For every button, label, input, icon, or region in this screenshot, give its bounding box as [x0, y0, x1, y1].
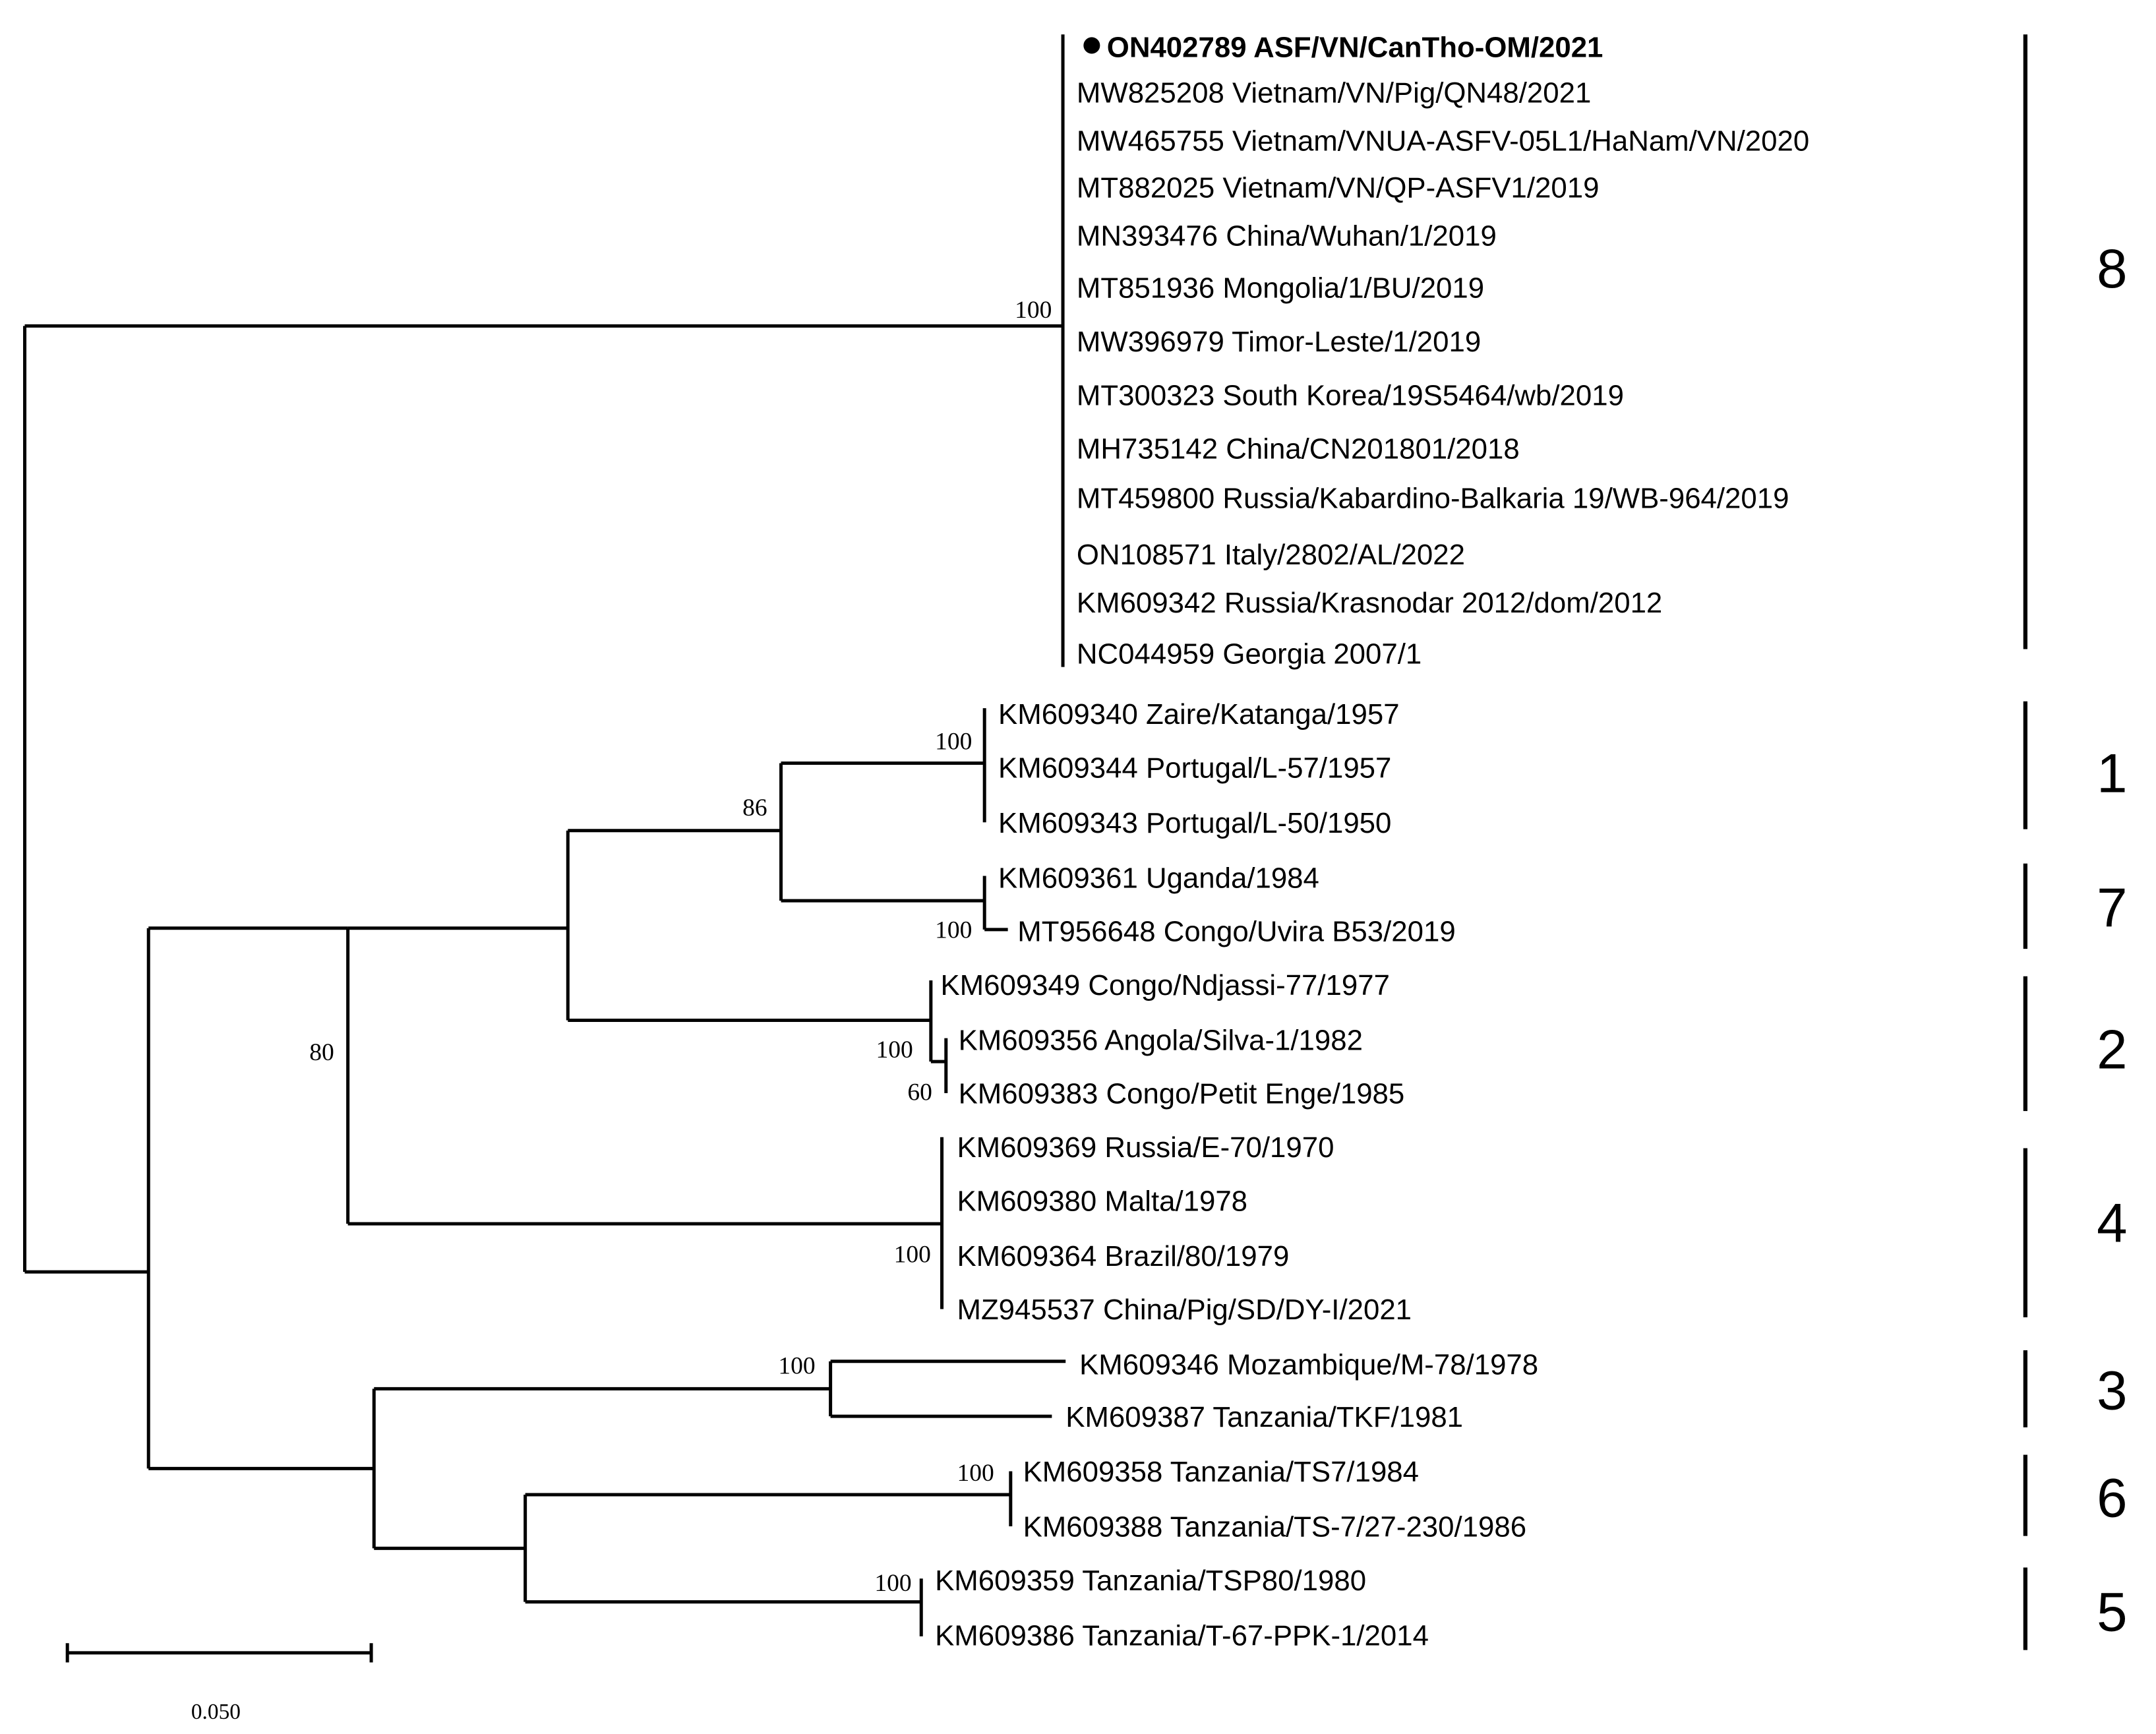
- clade-number: 1: [2097, 742, 2127, 804]
- bootstrap-value: 100: [894, 1241, 931, 1269]
- taxon-label: KM609388 Tanzania/TS-7/27-230/1986: [1023, 1511, 1526, 1543]
- highlight-marker-icon: [1083, 37, 1100, 54]
- bootstrap-value: 80: [309, 1039, 334, 1066]
- taxon-label: MH735142 China/CN201801/2018: [1077, 433, 1520, 465]
- taxon-label: ON402789 ASF/VN/CanTho-OM/2021: [1107, 32, 1603, 64]
- scale-bar: 0.050: [65, 1643, 373, 1724]
- clade-number: 8: [2097, 237, 2127, 299]
- taxon-label: KM609342 Russia/Krasnodar 2012/dom/2012: [1077, 587, 1662, 619]
- taxon-label: MT459800 Russia/Kabardino-Balkaria 19/WB…: [1077, 483, 1789, 515]
- taxon-label: KM609344 Portugal/L-57/1957: [998, 752, 1391, 784]
- taxon-label: MW396979 Timor-Leste/1/2019: [1077, 326, 1481, 358]
- taxon-label: MT956648 Congo/Uvira B53/2019: [1017, 916, 1455, 948]
- clade-number: 4: [2097, 1191, 2127, 1253]
- tree-branches: [23, 34, 1066, 1636]
- scale-bar-label: 0.050: [191, 1700, 241, 1724]
- taxon-label: KM609343 Portugal/L-50/1950: [998, 807, 1391, 839]
- taxon-label: MZ945537 China/Pig/SD/DY-I/2021: [957, 1294, 1412, 1326]
- taxon-label: KM609364 Brazil/80/1979: [957, 1240, 1289, 1272]
- taxon-label: MT851936 Mongolia/1/BU/2019: [1077, 272, 1484, 305]
- taxon-label: KM609340 Zaire/Katanga/1957: [998, 698, 1400, 731]
- taxon-label: KM609361 Uganda/1984: [998, 862, 1319, 894]
- taxon-label: KM609356 Angola/Silva-1/1982: [959, 1024, 1363, 1056]
- taxon-label: KM609359 Tanzania/TSP80/1980: [935, 1565, 1366, 1597]
- clade-groups: 8 1 7 2 4 3 6 5: [2023, 34, 2127, 1650]
- bootstrap-value: 100: [876, 1036, 913, 1063]
- taxon-label: KM609386 Tanzania/T-67-PPK-1/2014: [935, 1619, 1429, 1652]
- taxon-label: MW825208 Vietnam/VN/Pig/QN48/2021: [1077, 76, 1591, 109]
- bootstrap-value: 100: [935, 916, 972, 943]
- clade-number: 7: [2097, 877, 2127, 939]
- taxon-label: KM609387 Tanzania/TKF/1981: [1065, 1401, 1463, 1433]
- taxon-label: KM609349 Congo/Ndjassi-77/1977: [940, 969, 1390, 1002]
- bootstrap-value: 100: [957, 1460, 994, 1487]
- taxon-label: KM609346 Mozambique/M-78/1978: [1079, 1349, 1538, 1381]
- taxon-label: MN393476 China/Wuhan/1/2019: [1077, 220, 1497, 252]
- clade-number: 2: [2097, 1019, 2127, 1081]
- taxon-label: MT882025 Vietnam/VN/QP-ASFV1/2019: [1077, 171, 1600, 204]
- taxon-label: KM609380 Malta/1978: [957, 1185, 1247, 1217]
- taxon-label: KM609358 Tanzania/TS7/1984: [1023, 1456, 1419, 1488]
- taxon-label: MW465755 Vietnam/VNUA-ASFV-05L1/HaNam/VN…: [1077, 125, 1809, 157]
- clade-number: 5: [2097, 1580, 2127, 1642]
- taxon-label: NC044959 Georgia 2007/1: [1077, 638, 1422, 670]
- clade-number: 3: [2097, 1360, 2127, 1421]
- taxon-label: KM609369 Russia/E-70/1970: [957, 1131, 1334, 1164]
- bootstrap-value: 100: [874, 1570, 911, 1597]
- bootstrap-value: 60: [907, 1079, 932, 1106]
- taxon-label: MT300323 South Korea/19S5464/wb/2019: [1077, 379, 1624, 411]
- bootstrap-value: 100: [778, 1352, 815, 1379]
- bootstrap-value: 86: [742, 794, 767, 822]
- bootstrap-value: 100: [935, 729, 972, 756]
- taxon-label: ON108571 Italy/2802/AL/2022: [1077, 539, 1465, 571]
- clade-number: 6: [2097, 1466, 2127, 1528]
- bootstrap-value: 100: [1015, 297, 1052, 324]
- taxon-label: KM609383 Congo/Petit Enge/1985: [959, 1078, 1405, 1110]
- bootstrap-values: 100 100 86 100 80 100 60 100 100 100 100: [309, 297, 1052, 1597]
